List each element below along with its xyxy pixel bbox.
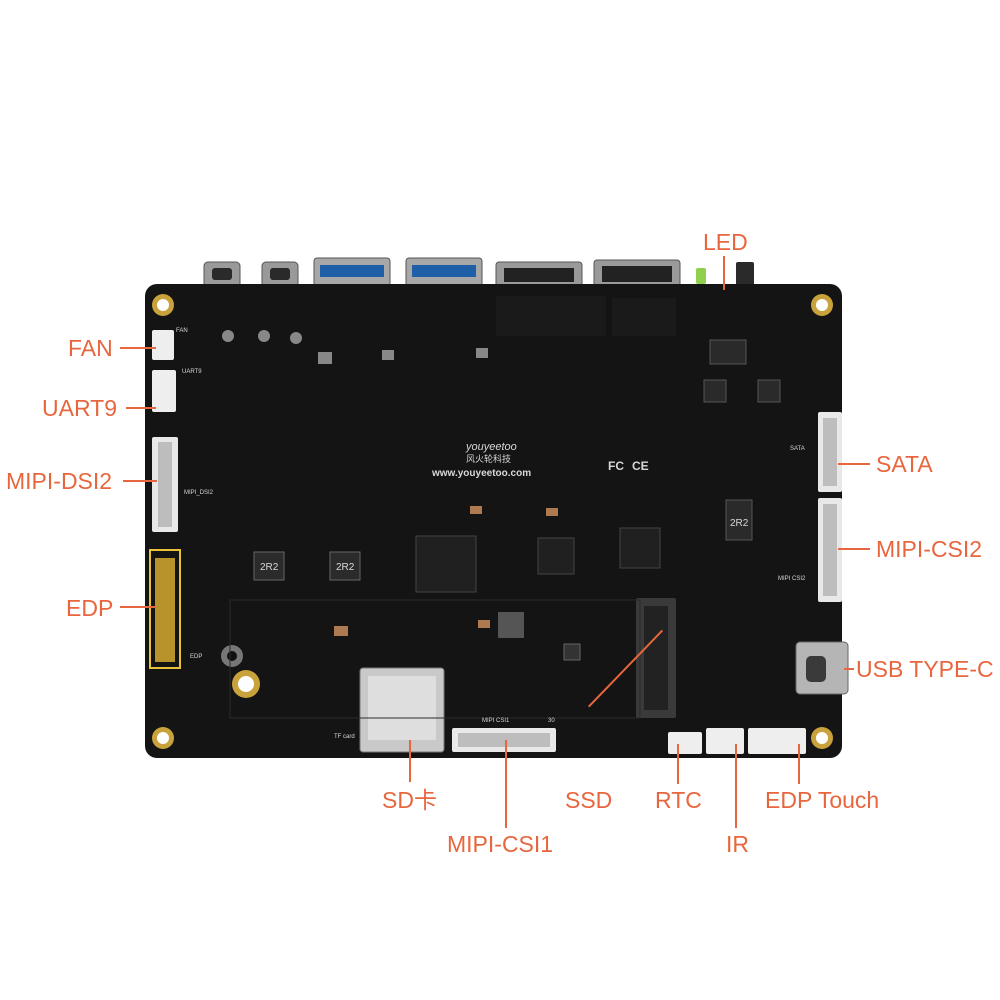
mipi-csi1-leader-line [505,740,507,828]
silk-brand-name: youyeetoo [465,441,517,453]
led-callout: LED [703,229,748,255]
edp-callout: EDP [66,595,114,621]
ir-header [706,728,744,754]
mipi-dsi2-leader-line [123,480,157,482]
bottom-connectors [359,598,806,754]
silk-fc-mark: FC [608,459,624,473]
silkscreen-text: youyeetoo 风火轮科技 www.youyeetoo.com FC CE … [176,328,806,740]
top-io-connectors [203,257,754,291]
usb-type-c-callout: USB TYPE-C [856,656,994,682]
edp-touch-leader-line [798,744,800,784]
silk-inductor-2: 2R2 [336,562,355,573]
rtc-callout: RTC [655,787,702,813]
ssd-callout: SSD [565,787,613,813]
silk-uart: UART9 [182,369,202,375]
fan-header [152,330,174,360]
led-leader-line [723,256,725,290]
ir-leader-line [735,744,737,828]
sata-leader-line [838,463,870,465]
edp-touch-callout: EDP Touch [765,787,880,813]
silk-ce-mark: CE [632,459,649,473]
edp-connector [149,549,181,669]
inductor-1 [253,551,285,581]
left-connectors [149,330,181,669]
fan-leader-line [120,347,156,349]
mipi-csi2-leader-line [838,548,870,550]
silk-brand-cn: 风火轮科技 [466,453,511,464]
power-button [736,262,754,288]
led-indicator [696,268,706,284]
uart9-header [152,370,176,412]
sd-card-leader-line [409,740,411,782]
soc-chip [415,535,477,593]
sata-callout: SATA [876,451,933,477]
sd-card-callout: SD卡 [382,787,437,813]
silk-pin30: 30 [548,718,555,724]
silk-edp: EDP [190,654,202,660]
edp-leader-line [120,606,156,608]
fan-callout: FAN [68,335,113,361]
silk-mipi-csi1: MIPI CSI1 [482,718,510,724]
silk-mipi-csi2: MIPI CSI2 [778,576,806,582]
right-connectors [795,412,849,695]
silk-website: www.youyeetoo.com [431,468,531,479]
inductor-2 [329,551,361,581]
silk-mipi-dsi: MIPI_DSI2 [184,490,214,496]
silk-inductor-3: 2R2 [730,518,749,529]
usb-type-c-leader-line [844,668,854,670]
uart9-callout: UART9 [42,395,117,421]
silk-inductor-1: 2R2 [260,562,279,573]
silk-fan: FAN [176,328,188,334]
mipi-csi2-callout: MIPI-CSI2 [876,536,983,562]
edp-touch-header [748,728,806,754]
rtc-leader-line [677,744,679,784]
silk-tf-card: TF card [334,734,355,740]
components [222,296,781,719]
mipi-dsi2-callout: MIPI-DSI2 [6,468,113,494]
mounting-holes [152,294,833,749]
mipi-csi1-callout: MIPI-CSI1 [447,831,554,857]
ir-callout: IR [726,831,749,857]
silk-sata: SATA [790,446,805,452]
rtc-header [668,732,702,754]
uart9-leader-line [126,407,156,409]
